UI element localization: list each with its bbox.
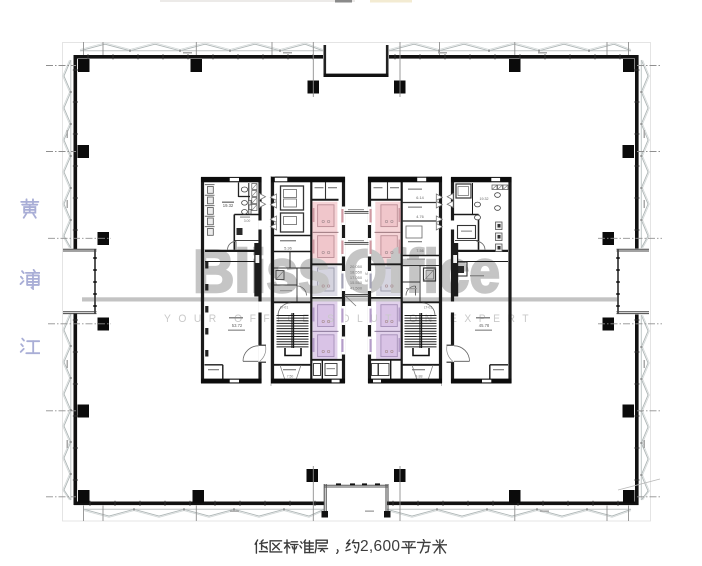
svg-text:19.32: 19.32 [223,203,234,208]
svg-text:LT-03: LT-03 [424,306,433,310]
svg-text:M: M [365,279,368,283]
svg-text:41.500: 41.500 [350,286,363,291]
svg-text:45.78: 45.78 [479,323,490,328]
svg-text:53.72: 53.72 [232,323,243,328]
svg-text:20.050: 20.050 [350,264,363,269]
svg-text:18.550: 18.550 [350,269,363,274]
svg-text:M: M [365,272,368,276]
svg-text:4.76: 4.76 [416,215,423,219]
svg-text:3.00: 3.00 [244,219,251,223]
svg-text:19.32: 19.32 [480,197,489,201]
svg-text:LT-01: LT-01 [280,306,289,310]
svg-text:7.56: 7.56 [416,249,423,253]
svg-text:YOUR OFFICE SOLUTION EXPERT: YOUR OFFICE SOLUTION EXPERT [164,313,536,325]
svg-text:7.50: 7.50 [287,375,294,379]
svg-text:4.88: 4.88 [416,375,423,379]
svg-text:5.36: 5.36 [284,246,293,251]
svg-text:15.550: 15.550 [350,280,363,285]
svg-text:17.050: 17.050 [350,275,363,280]
svg-text:6.14: 6.14 [416,196,423,200]
